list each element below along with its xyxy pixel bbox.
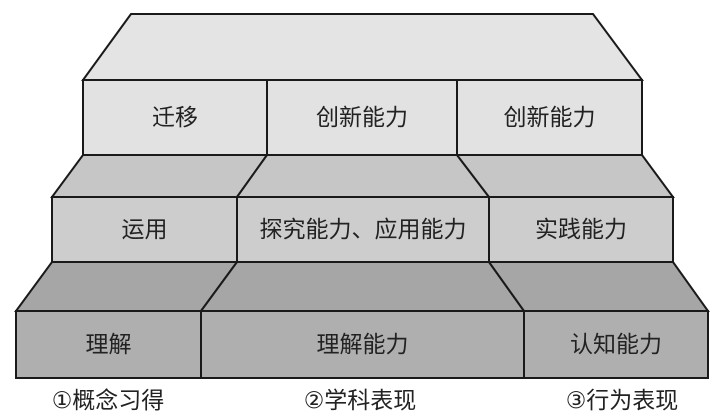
row2-face-3 (454, 154, 675, 198)
row3-cell-3 (523, 310, 709, 379)
row1-label-3: 创新能力 (504, 105, 596, 131)
row1-cell-1 (82, 79, 268, 156)
top-face (81, 13, 644, 81)
row2-face-1 (50, 154, 269, 198)
row2-label-2: 探究能力、应用能力 (260, 217, 467, 243)
row3-label-2: 理解能力 (317, 332, 409, 358)
row1-cell-3 (456, 79, 643, 156)
column-caption-1: ①概念习得 (52, 388, 165, 414)
column-caption-3: ③行为表现 (566, 388, 679, 414)
row1-label-2: 创新能力 (316, 105, 408, 131)
row1-cell-2 (266, 79, 458, 156)
column-caption-2: ②学科表现 (304, 388, 417, 414)
row3-face-1 (14, 261, 239, 312)
row3-label-3: 认知能力 (570, 332, 662, 358)
row1-label-1: 迁移 (152, 105, 198, 131)
row2-label-1: 运用 (122, 217, 168, 243)
row2-label-3: 实践能力 (535, 217, 627, 243)
row3-face-3 (487, 261, 710, 312)
row3-cell-1 (15, 310, 202, 379)
row3-face-2 (199, 261, 526, 312)
row3-label-1: 理解 (86, 332, 132, 358)
row3-cell-2 (200, 310, 525, 379)
row2-cell-3 (488, 196, 674, 263)
row2-face-2 (235, 154, 492, 198)
